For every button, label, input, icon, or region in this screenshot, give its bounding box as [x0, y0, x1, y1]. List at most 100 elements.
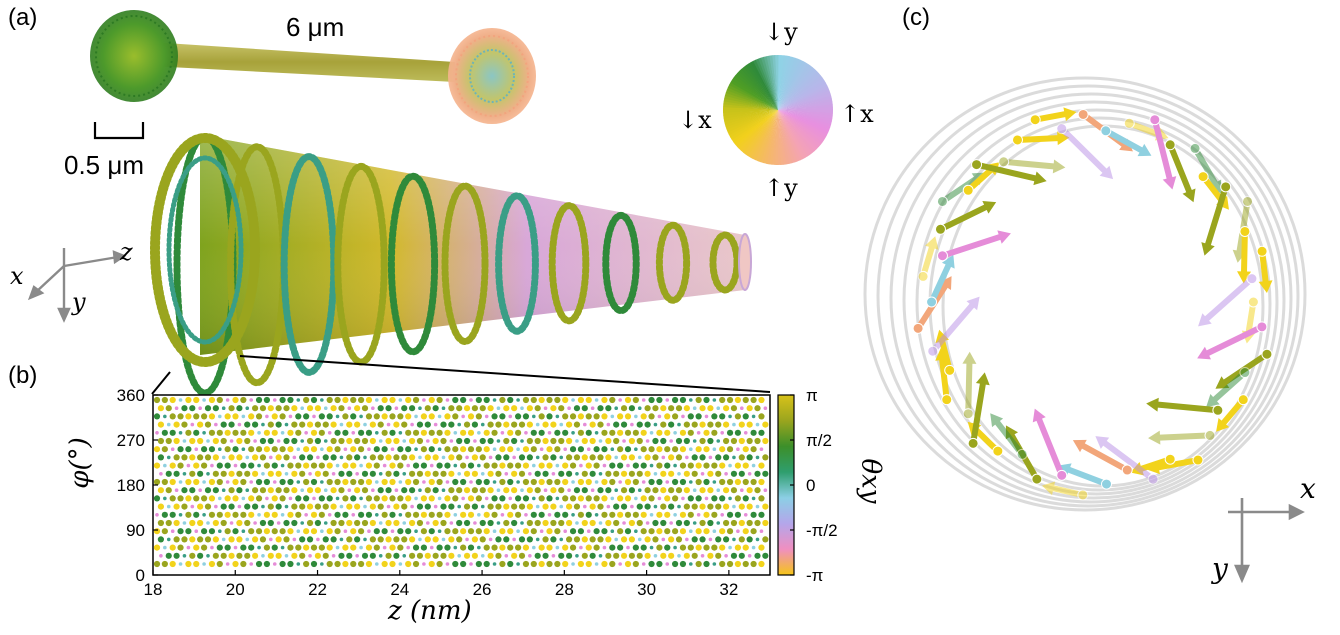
- spin-arrow: [1057, 463, 1112, 490]
- wheel-sector: [778, 93, 832, 110]
- heatmap-point: [738, 454, 745, 461]
- heatmap-point: [343, 529, 348, 533]
- heatmap-point: [405, 495, 412, 502]
- heatmap-point: [610, 496, 615, 501]
- heatmap-point: [182, 554, 187, 558]
- heatmap-point: [550, 405, 557, 412]
- heatmap-point: [730, 552, 738, 559]
- heatmap-point: [308, 472, 312, 476]
- heatmap-point: [668, 536, 675, 543]
- heatmap-point: [542, 536, 549, 543]
- heatmap-point: [602, 463, 607, 468]
- heatmap-point: [723, 421, 730, 428]
- heatmap-point: [496, 488, 501, 493]
- heatmap-point: [656, 511, 663, 518]
- heatmap-point: [365, 560, 373, 568]
- heatmap-point: [409, 437, 416, 445]
- heatmap-point: [409, 519, 416, 527]
- heatmap-point: [201, 413, 208, 420]
- heatmap-point: [508, 414, 513, 419]
- heatmap-point: [624, 528, 632, 535]
- wheel-sector: [778, 110, 821, 148]
- heatmap-point: [538, 560, 545, 568]
- heatmap-point: [703, 429, 710, 436]
- heatmap-point: [594, 562, 599, 566]
- heatmap-point: [675, 405, 683, 412]
- heatmap-point: [593, 528, 600, 535]
- heatmap-point: [409, 470, 416, 477]
- heatmap-point: [589, 552, 596, 559]
- lattice-ring: [902, 100, 1286, 500]
- heatmap-point: [581, 405, 588, 412]
- heatmap-point: [178, 513, 183, 517]
- heatmap-point: [233, 545, 238, 550]
- heatmap-point: [426, 521, 430, 525]
- heatmap-point: [453, 513, 458, 517]
- heatmap-point: [448, 487, 455, 494]
- heatmap-point: [204, 487, 212, 494]
- heatmap-point: [440, 519, 447, 527]
- heatmap-point: [279, 495, 286, 502]
- heatmap-point: [620, 552, 628, 559]
- heatmap-point: [699, 405, 706, 412]
- heatmap-point: [636, 437, 643, 445]
- heatmap-point: [445, 562, 450, 566]
- y-tick-label: 180: [117, 476, 145, 495]
- heatmap-point: [644, 405, 651, 412]
- heatmap-point: [359, 545, 363, 550]
- y-tick-label: 360: [117, 386, 145, 405]
- heatmap-point: [418, 406, 422, 411]
- heatmap-point: [507, 560, 514, 568]
- heatmap-point: [295, 495, 302, 502]
- heatmap-point: [197, 437, 204, 445]
- heatmap-point: [441, 455, 446, 460]
- heatmap-point: [173, 421, 180, 428]
- heatmap-point: [689, 447, 693, 452]
- heatmap-point: [738, 421, 745, 428]
- heatmap-point: [687, 413, 694, 420]
- heatmap-point: [602, 545, 607, 550]
- heatmap-point: [628, 487, 636, 494]
- heatmap-point: [436, 544, 443, 551]
- heatmap-point: [402, 472, 407, 476]
- heatmap-point: [318, 511, 325, 518]
- wheel-sector: [775, 55, 779, 110]
- heatmap-point: [252, 421, 259, 428]
- heatmap-point: [420, 528, 427, 535]
- heatmap-point: [503, 454, 510, 461]
- axis-label-x-c: x: [1300, 472, 1316, 505]
- heatmap-point: [675, 519, 683, 527]
- heatmap-point: [628, 470, 636, 477]
- heatmap-point: [700, 472, 705, 476]
- heatmap-point: [656, 446, 663, 453]
- heatmap-point: [398, 431, 403, 435]
- heatmap-point: [512, 537, 516, 542]
- heatmap-point: [428, 560, 435, 568]
- heatmap-point: [562, 396, 569, 404]
- heatmap-point: [224, 429, 231, 436]
- heatmap-point: [695, 544, 702, 551]
- lattice-ring: [889, 92, 1293, 504]
- heatmap-point: [554, 446, 561, 453]
- heatmap-point: [197, 519, 204, 527]
- heatmap-point: [516, 529, 520, 533]
- heatmap-point: [606, 422, 611, 427]
- heatmap-point: [530, 446, 537, 453]
- heatmap-point: [444, 462, 451, 469]
- heatmap-point: [418, 537, 422, 542]
- heatmap-point: [758, 413, 765, 420]
- heatmap-point: [253, 521, 257, 525]
- heatmap-point: [632, 396, 639, 404]
- heatmap-point: [691, 536, 698, 543]
- heatmap-point: [424, 536, 431, 543]
- heatmap-point: [483, 429, 490, 436]
- heatmap-point: [640, 462, 647, 469]
- heatmap-point: [573, 454, 581, 461]
- heatmap-point: [471, 421, 478, 428]
- heatmap-point: [550, 519, 557, 527]
- spin-arrow: [971, 159, 1047, 186]
- heatmap-point: [436, 429, 443, 436]
- spin-arrow: [1198, 273, 1258, 327]
- heatmap-point: [414, 447, 418, 452]
